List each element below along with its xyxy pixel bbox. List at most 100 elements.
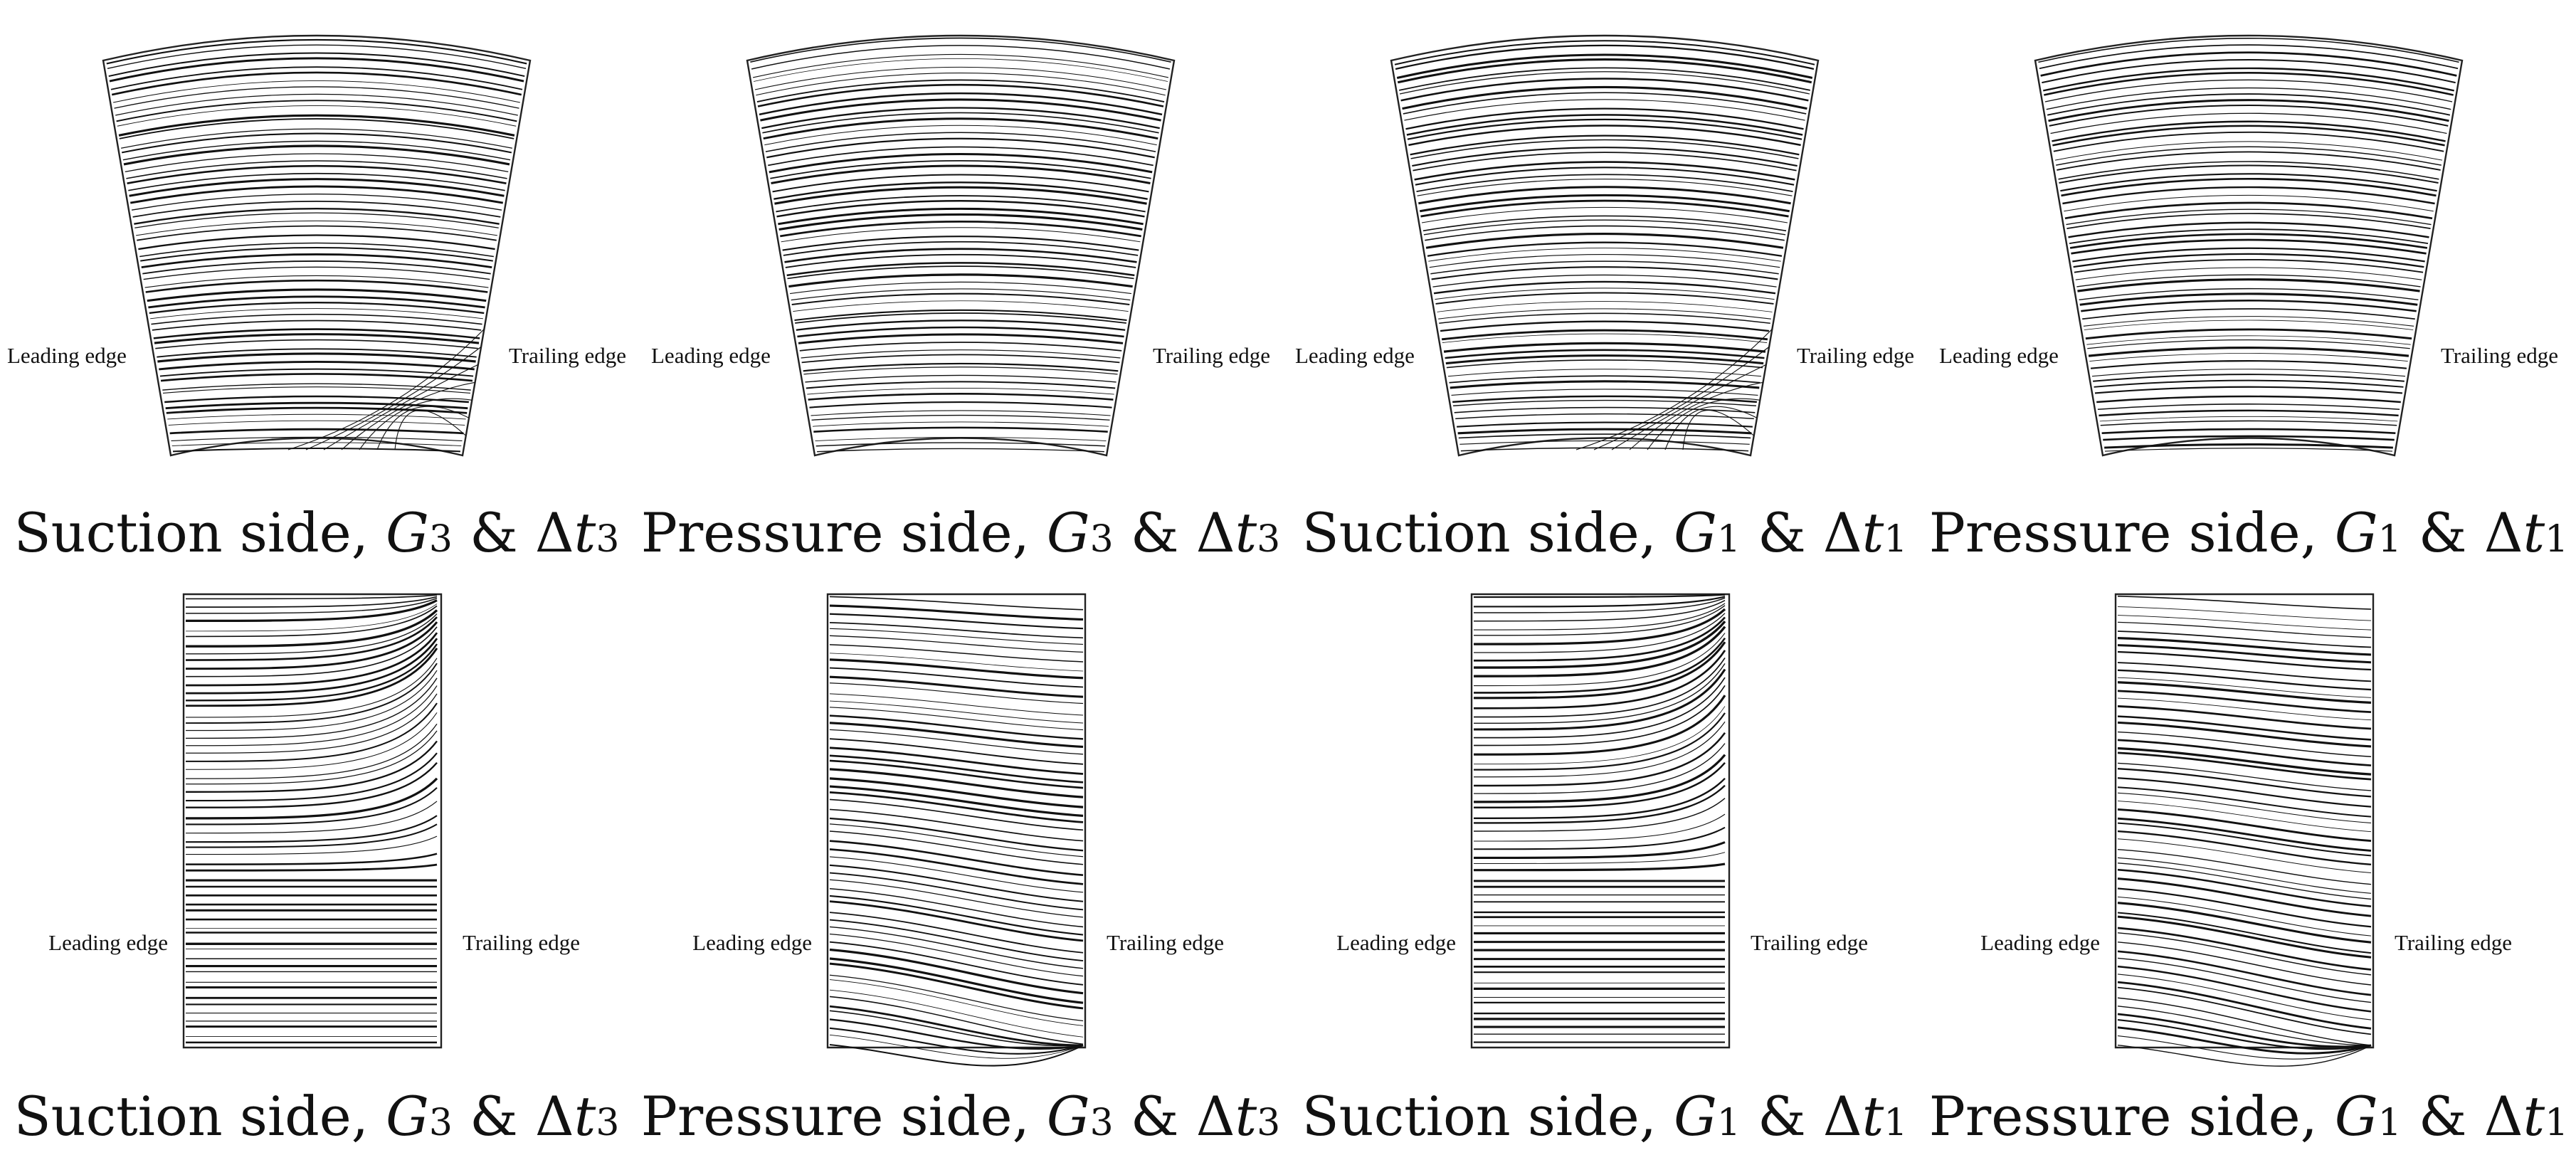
streamline [2117,896,2372,937]
streamline [815,442,1106,447]
streamline [172,448,461,453]
streamline [2117,830,2372,866]
streamline [794,309,1127,322]
streamline [2117,950,2372,996]
streamline [134,208,500,225]
streamline [185,823,438,848]
streamline [2117,705,2372,730]
streamline [813,426,1108,433]
streamline [150,308,483,320]
streamline [171,442,462,446]
streamline [2117,715,2372,741]
streamline [829,856,1084,893]
streamline [783,241,1139,256]
streamline [1473,605,1726,636]
blade-outline [102,34,532,457]
streamline [1473,778,1726,820]
streamline [829,900,1084,942]
streamline [2117,677,2372,698]
streamline [134,212,499,228]
streamline [1473,613,1726,653]
streamline [829,682,1084,705]
streamline [185,596,438,608]
streamline [829,1027,1084,1055]
streamline [2040,51,2457,77]
streamline [149,302,485,315]
panel-caption: Suction side, G3 & Δt3 [14,1085,620,1148]
streamline [1473,732,1726,787]
streamline [757,83,1164,107]
streamline [2079,288,2419,301]
streamline [829,714,1084,740]
streamline [147,288,487,302]
streamline [1442,333,1768,343]
streamline [1435,292,1774,305]
streamline [2062,186,2435,205]
streamline [185,723,438,779]
streamline [2117,690,2372,714]
streamline [2104,443,2393,449]
streamline [829,1005,1084,1047]
streamline [2082,308,2415,320]
streamline [1443,342,1766,353]
streamline [2117,997,2372,1046]
trailing-edge-label: Trailing edge [1153,343,1270,368]
streamline [1473,621,1726,669]
streamline [829,962,1084,1010]
streamline [2117,838,2372,873]
streamline [1473,841,1726,859]
leading-edge-label: Leading edge [1939,343,2059,368]
streamline [2088,347,2409,357]
streamline [1402,85,1807,110]
streamline [1473,677,1726,739]
streamline [829,747,1084,775]
streamline [2117,606,2372,621]
streamline [2117,1013,2372,1048]
streamline [185,597,438,614]
streamline [128,172,505,191]
streamline [162,383,471,391]
streamline [811,414,1110,421]
streamline [772,174,1149,193]
streamline [2096,395,2401,403]
corner-streamline [359,398,473,450]
streamline [2054,141,2443,161]
streamline [1408,125,1801,147]
streamline [2117,965,2372,1013]
streamline [784,248,1137,263]
streamline [2117,1026,2372,1055]
streamline [797,326,1124,338]
streamline [803,366,1118,375]
streamline [829,864,1084,902]
streamline [1473,685,1726,747]
streamline [1422,215,1787,232]
streamline [2117,1035,2372,1060]
streamline [167,413,466,420]
streamline [829,830,1084,865]
streamline [2042,59,2456,84]
streamline [1473,641,1726,700]
streamline [2064,201,2433,220]
streamline [185,777,438,820]
panel-caption: Suction side, G1 & Δt1 [1302,1085,1908,1148]
streamline [829,879,1084,918]
streamline [1473,626,1726,677]
streamline [829,957,1084,1004]
streamline [1453,399,1756,406]
streamline [2093,374,2405,382]
streamline [159,360,475,371]
leading-edge-label: Leading edge [7,343,127,368]
streamline [1455,413,1754,420]
streamline [185,638,438,695]
streamline [185,621,438,670]
streamline [786,262,1135,277]
streamline [2069,228,2429,244]
streamline [2081,300,2417,312]
streamline [759,92,1163,116]
streamline [2057,151,2441,171]
streamline [1445,349,1765,359]
streamline [1431,266,1778,280]
streamline [1439,312,1770,325]
streamline [815,436,1107,441]
streamline [2117,650,2372,671]
